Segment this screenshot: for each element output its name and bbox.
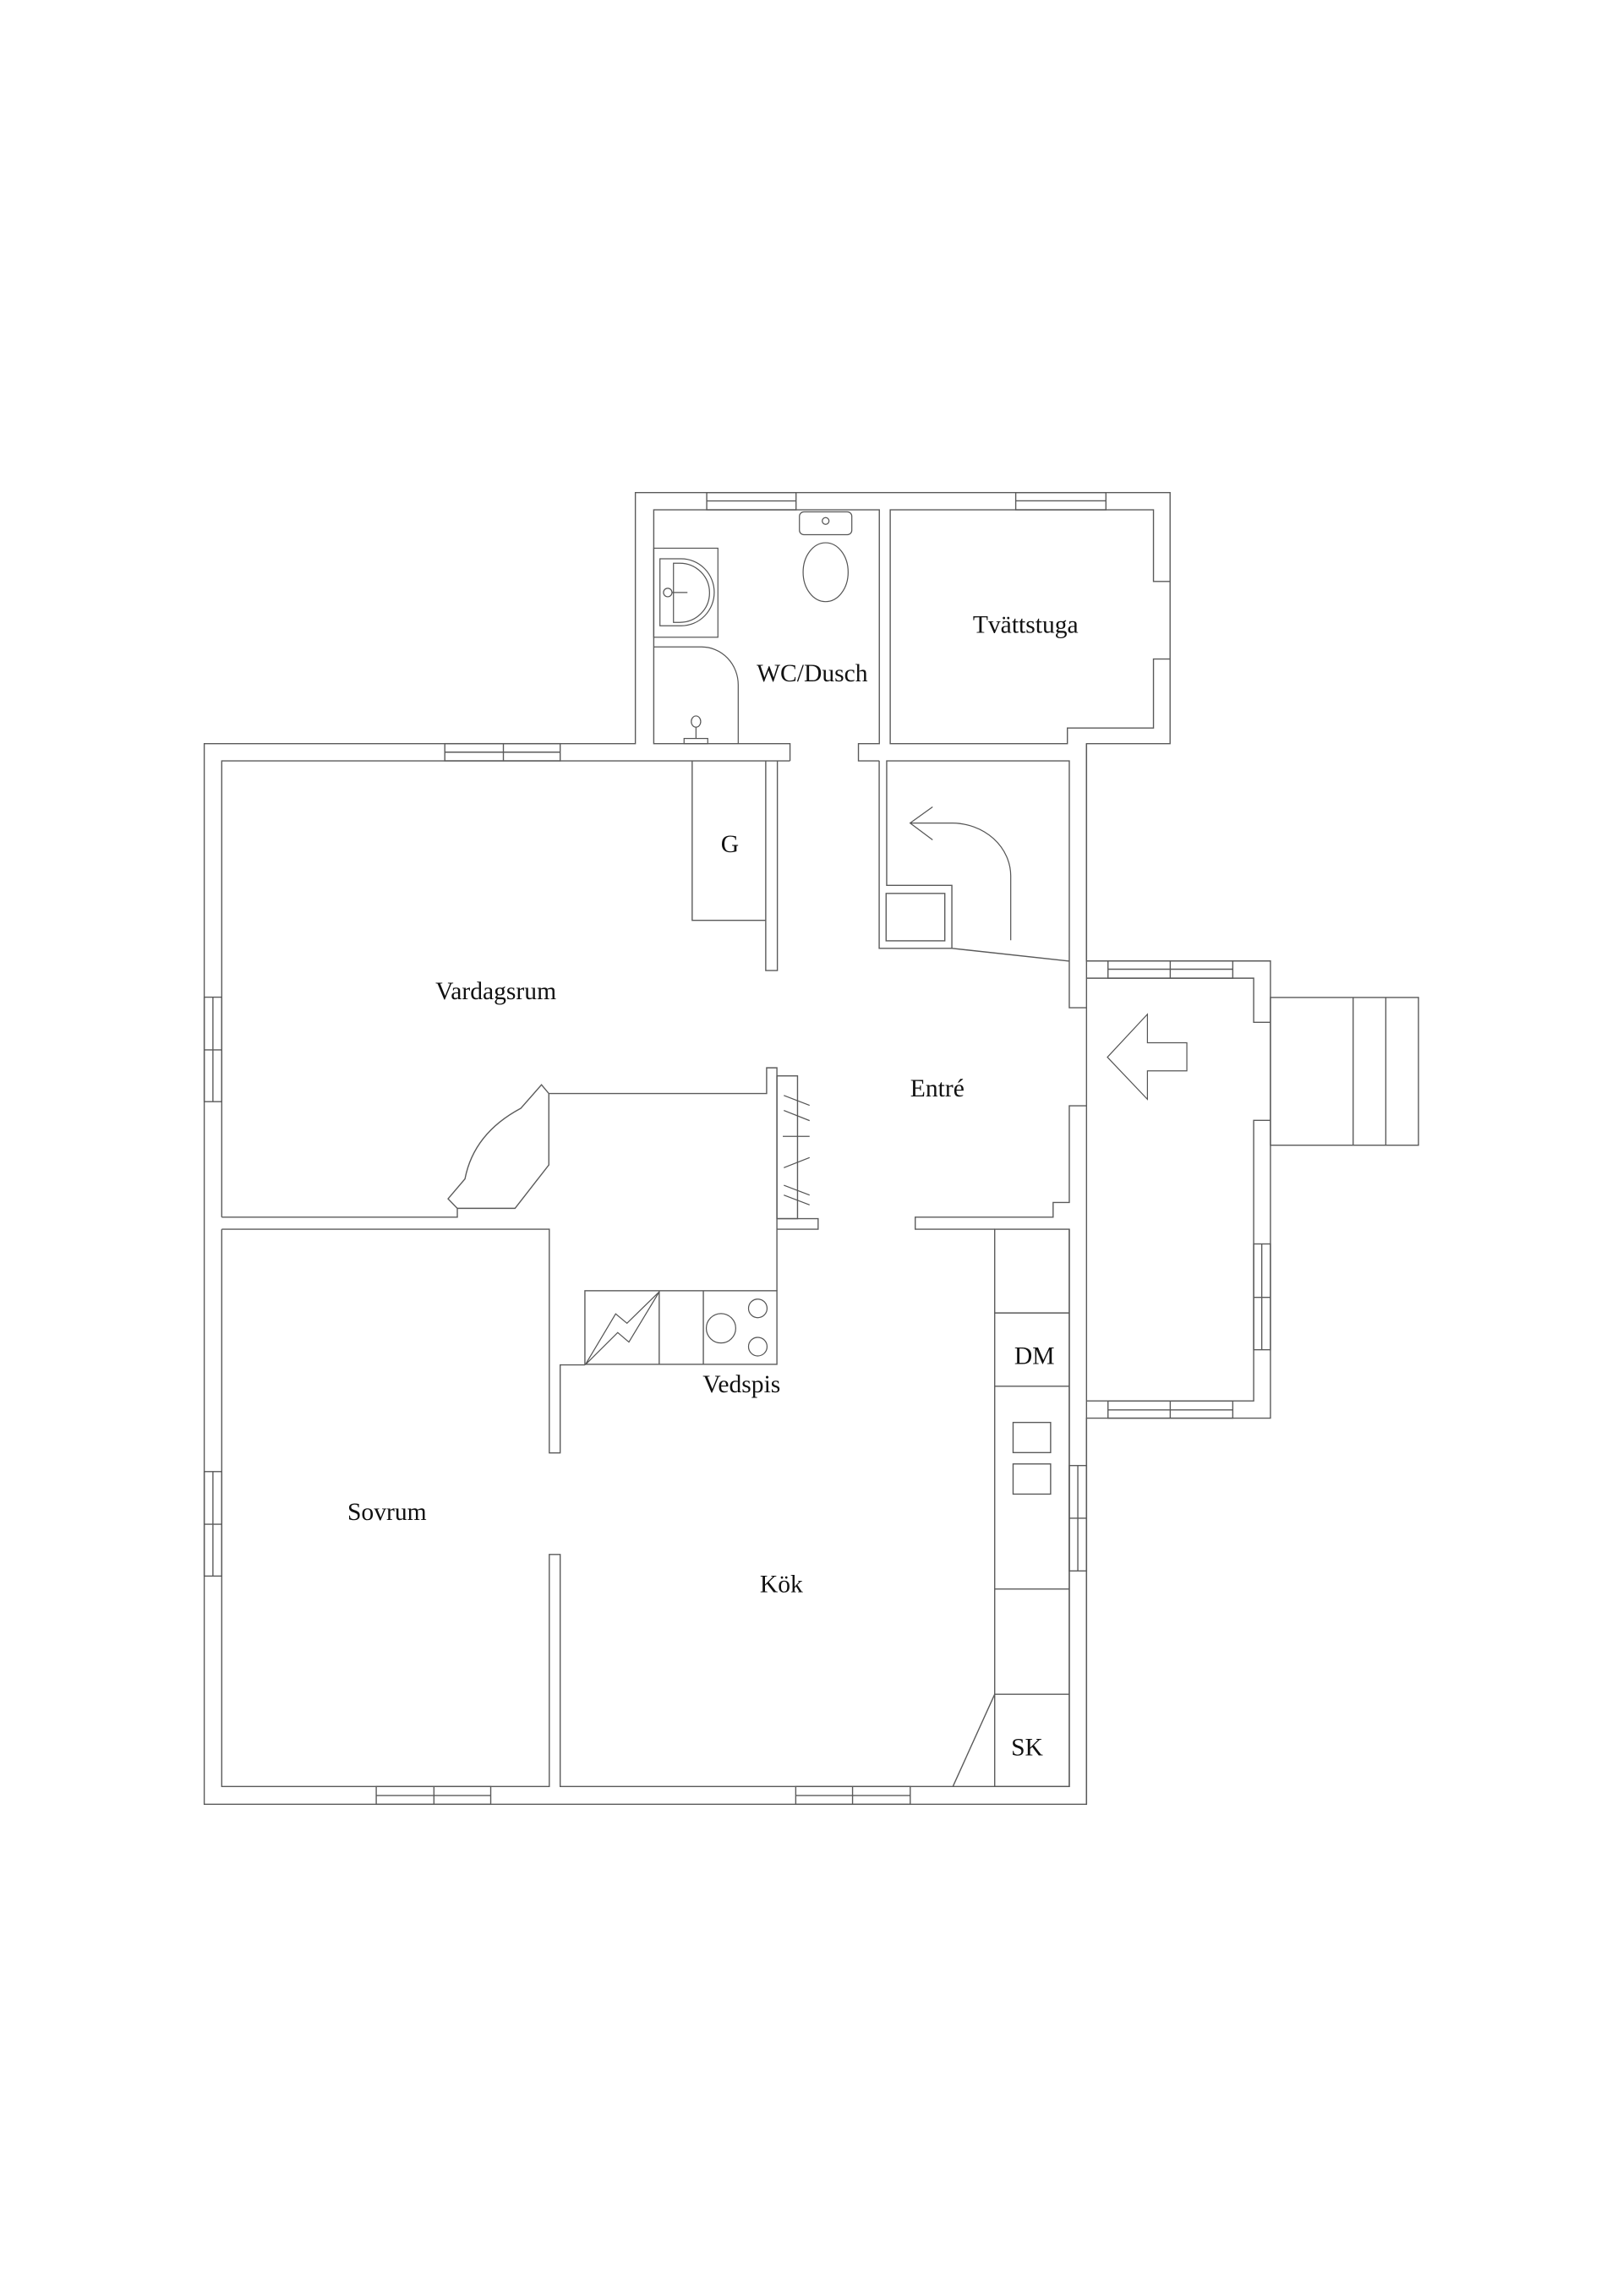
outer-wall xyxy=(203,491,1271,1806)
window-wc xyxy=(706,491,797,511)
toilet-button xyxy=(822,517,830,525)
window-laundry xyxy=(1014,491,1107,511)
room-label-vedspis: Vedspis xyxy=(702,1371,780,1398)
window-living-left xyxy=(203,996,223,1102)
shower-icon xyxy=(653,646,739,745)
kitchen-counter xyxy=(952,1228,1070,1787)
basin-outer xyxy=(659,558,715,626)
entrance-arrow-icon xyxy=(1107,1013,1188,1101)
window-living-top xyxy=(444,742,561,762)
hatch-line xyxy=(784,1194,810,1205)
pantry-diagonal xyxy=(952,1693,996,1787)
room-label-kok: Kök xyxy=(760,1572,803,1599)
windows xyxy=(203,491,1271,1806)
burner-small xyxy=(747,1337,768,1357)
room-label-sk: SK xyxy=(1011,1735,1043,1762)
burner-large xyxy=(705,1313,736,1344)
fire-icon xyxy=(584,1291,660,1366)
washbasin-icon xyxy=(653,547,719,638)
window-porch-bottom xyxy=(1107,1400,1234,1419)
porch-walls xyxy=(1086,977,1271,1402)
room-label-wc-dusch: WC/Dusch xyxy=(757,660,868,687)
hatch-line xyxy=(784,1110,810,1122)
wardrobe-hatch xyxy=(783,1095,810,1205)
window-kitchen-bottom xyxy=(795,1785,911,1806)
steps xyxy=(1270,997,1419,1146)
window-bedroom-left xyxy=(203,1471,223,1577)
laundry-walls xyxy=(889,509,1171,745)
window-porch-right xyxy=(1253,1243,1271,1351)
steps-icon xyxy=(1270,997,1419,1146)
wc-walls xyxy=(653,509,880,762)
basin-drain xyxy=(663,588,673,598)
room-label-sovrum: Sovrum xyxy=(347,1499,427,1526)
wardrobe xyxy=(776,1075,799,1220)
window-bedroom-bottom xyxy=(375,1785,492,1806)
basin-inner xyxy=(673,562,710,623)
shower-mixer xyxy=(683,737,708,745)
room-label-g: G xyxy=(721,831,739,858)
toilet-tank xyxy=(799,511,853,536)
room-label-entre: Entré xyxy=(910,1075,965,1102)
fireplace-icon xyxy=(221,1084,549,1218)
stove-icon xyxy=(584,1290,778,1366)
room-label-dm: DM xyxy=(1014,1343,1055,1370)
bedroom-walls xyxy=(221,1228,1070,1787)
burner-small xyxy=(747,1298,768,1319)
basin-cabinet xyxy=(653,547,719,638)
toilet-bowl xyxy=(802,542,849,603)
living-divider-wall xyxy=(549,1067,819,1291)
shower-enclosure xyxy=(653,646,739,744)
sink-icon xyxy=(1012,1421,1052,1454)
room-label-tvattstuga: Tvättstuga xyxy=(973,612,1079,639)
hatch-line xyxy=(784,1156,810,1168)
room-label-vardagsrum: Vardagsrum xyxy=(435,978,556,1005)
window-porch-top xyxy=(1107,960,1234,979)
hall-walls xyxy=(915,1105,1087,1230)
window-kitchen-right xyxy=(1068,1464,1088,1572)
stove-counter xyxy=(584,1290,778,1365)
shower-head xyxy=(691,715,702,728)
hatch-line xyxy=(784,1095,810,1107)
boiler-box xyxy=(885,893,946,942)
door-swing-arrow-icon xyxy=(909,806,1012,941)
hatch-line xyxy=(784,1184,810,1196)
toilet-icon xyxy=(799,511,853,603)
hall-closet xyxy=(878,760,1087,1009)
sink-icon xyxy=(1012,1463,1052,1495)
